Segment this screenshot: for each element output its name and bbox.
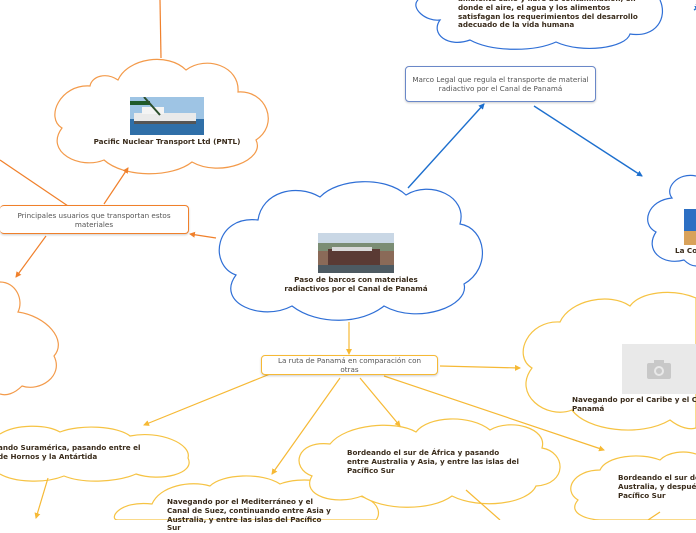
legal-topic[interactable]: Marco Legal que regula el transporte de … xyxy=(405,66,596,102)
central-topic-label[interactable]: Paso de barcos con materiales radiactivo… xyxy=(284,275,428,293)
link-route-mediterranean xyxy=(271,377,341,475)
africa-topic-label[interactable]: Bordeando el sur de África y pasando ent… xyxy=(347,448,519,475)
mind-map-canvas xyxy=(0,0,696,520)
link-australia-down xyxy=(647,511,661,520)
link-africa-down xyxy=(465,489,501,520)
route-topic-label: La ruta de Panamá en comparación con otr… xyxy=(277,356,422,374)
link-top-left xyxy=(159,0,162,59)
caribbean-topic-label[interactable]: Navegando por el Caribe y el Ca Panamá xyxy=(572,395,696,413)
route-topic[interactable]: La ruta de Panamá en comparación con otr… xyxy=(261,355,438,375)
photo xyxy=(684,209,696,245)
left-cloud xyxy=(0,281,59,396)
link-route-africa xyxy=(359,377,401,427)
legal-topic-label: Marco Legal que regula el transporte de … xyxy=(412,75,589,93)
link-route-south-america xyxy=(143,373,271,426)
link-route-caribbean xyxy=(439,364,521,371)
link-legal-comision xyxy=(533,105,643,177)
link-users-left xyxy=(15,235,47,278)
link-central-users xyxy=(189,231,217,239)
link-env-arrow xyxy=(693,5,696,12)
canal-photo xyxy=(318,233,394,273)
comision-topic-label[interactable]: La Co xyxy=(675,246,696,255)
south-america-topic-label[interactable]: ando Suramérica, pasando entre el de Hor… xyxy=(0,443,141,461)
camera-icon xyxy=(622,344,696,394)
users-topic-label: Principales usuarios que transportan est… xyxy=(17,210,171,229)
link-central-legal xyxy=(407,103,485,189)
mediterranean-topic-label[interactable]: Navegando por el Mediterráneo y el Canal… xyxy=(167,497,331,533)
env-topic-label[interactable]: ambiente sano y libre de contaminación, … xyxy=(458,0,638,30)
env-cloud xyxy=(415,0,664,50)
caribbean-cloud xyxy=(522,291,696,431)
link-route-australia xyxy=(383,375,605,452)
link-south-america-down xyxy=(34,477,49,519)
ship-photo xyxy=(130,97,204,135)
south-america-cloud xyxy=(0,425,190,482)
pntl-topic-label[interactable]: Pacific Nuclear Transport Ltd (PNTL) xyxy=(93,137,241,146)
users-topic[interactable]: Principales usuarios que transportan est… xyxy=(0,205,189,234)
link-left-users xyxy=(0,159,69,207)
comision-cloud xyxy=(647,174,696,267)
australia-cloud xyxy=(570,451,696,520)
link-users-pntl xyxy=(103,167,129,205)
australia-topic-label[interactable]: Bordeando el sur de Australia, y despué … xyxy=(618,473,696,500)
africa-cloud xyxy=(298,418,561,508)
